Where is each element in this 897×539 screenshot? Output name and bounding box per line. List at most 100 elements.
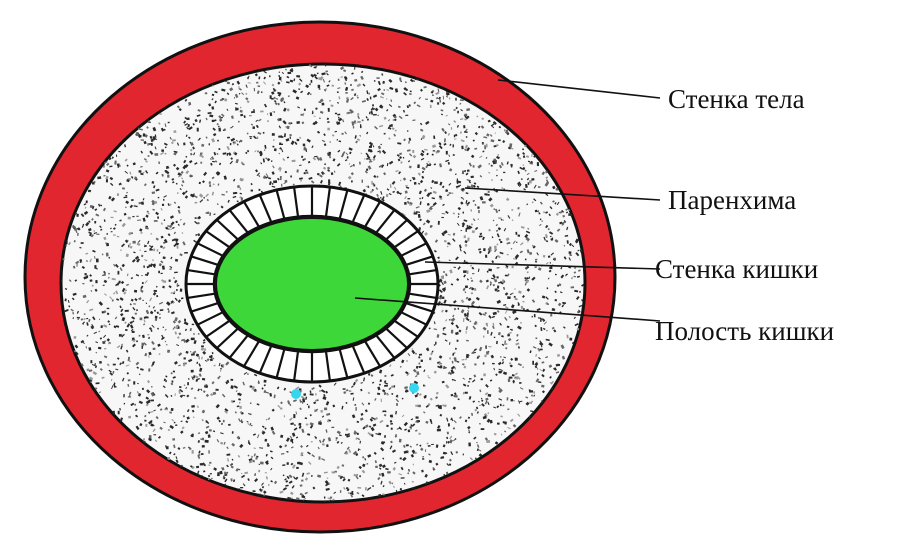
parenchyma-speckle (342, 464, 345, 466)
parenchyma-speckle (366, 158, 368, 160)
parenchyma-speckle (119, 281, 121, 284)
parenchyma-speckle (90, 279, 93, 282)
parenchyma-speckle (128, 217, 131, 220)
parenchyma-speckle (144, 251, 146, 252)
parenchyma-speckle (498, 282, 500, 283)
parenchyma-speckle (466, 354, 469, 358)
parenchyma-speckle (414, 182, 417, 185)
parenchyma-speckle (215, 389, 218, 391)
parenchyma-speckle (431, 444, 434, 445)
parenchyma-speckle (550, 262, 551, 264)
parenchyma-speckle (146, 161, 148, 163)
parenchyma-speckle (483, 373, 485, 376)
parenchyma-speckle (287, 72, 291, 74)
parenchyma-speckle (148, 213, 150, 215)
parenchyma-speckle (371, 181, 372, 185)
parenchyma-speckle (507, 334, 510, 336)
parenchyma-speckle (173, 130, 176, 133)
parenchyma-speckle (521, 306, 523, 309)
parenchyma-speckle (533, 391, 535, 394)
parenchyma-speckle (315, 393, 316, 395)
parenchyma-speckle (106, 253, 109, 257)
parenchyma-speckle (541, 346, 542, 347)
parenchyma-speckle (111, 231, 113, 232)
parenchyma-speckle (545, 171, 547, 174)
parenchyma-speckle (272, 146, 274, 148)
parenchyma-speckle (498, 371, 501, 374)
parenchyma-speckle (154, 290, 157, 292)
parenchyma-speckle (298, 423, 301, 426)
parenchyma-speckle (280, 176, 282, 180)
parenchyma-speckle (200, 463, 203, 465)
parenchyma-speckle (571, 286, 575, 288)
parenchyma-speckle (162, 204, 164, 206)
parenchyma-speckle (192, 434, 194, 437)
parenchyma-speckle (141, 275, 143, 276)
parenchyma-speckle (478, 210, 479, 213)
parenchyma-speckle (517, 234, 520, 236)
parenchyma-speckle (96, 268, 98, 269)
parenchyma-speckle (529, 180, 532, 184)
parenchyma-speckle (180, 289, 183, 292)
parenchyma-speckle (507, 254, 509, 255)
parenchyma-speckle (497, 154, 499, 156)
parenchyma-speckle (158, 271, 160, 273)
parenchyma-speckle (257, 150, 259, 152)
parenchyma-speckle (290, 175, 292, 177)
parenchyma-speckle (325, 64, 327, 66)
parenchyma-speckle (297, 139, 300, 142)
parenchyma-speckle (169, 411, 172, 413)
label-parenchyma: Паренхима (668, 185, 796, 215)
parenchyma-speckle (142, 300, 143, 301)
parenchyma-speckle (476, 442, 478, 443)
parenchyma-speckle (208, 450, 210, 453)
parenchyma-speckle (493, 323, 495, 326)
parenchyma-speckle (256, 82, 258, 84)
parenchyma-speckle (287, 126, 290, 129)
parenchyma-speckle (144, 420, 146, 422)
parenchyma-speckle (287, 462, 289, 465)
parenchyma-speckle (404, 202, 407, 205)
parenchyma-speckle (498, 217, 501, 219)
parenchyma-speckle (482, 201, 486, 203)
parenchyma-speckle (468, 443, 471, 447)
parenchyma-speckle (328, 108, 330, 112)
parenchyma-speckle (66, 240, 67, 244)
parenchyma-speckle (488, 269, 492, 272)
parenchyma-speckle (485, 345, 486, 349)
parenchyma-speckle (252, 126, 255, 129)
parenchyma-speckle (450, 357, 451, 359)
parenchyma-speckle (239, 406, 241, 409)
parenchyma-speckle (425, 395, 427, 397)
parenchyma-speckle (221, 117, 223, 118)
parenchyma-speckle (279, 144, 283, 145)
parenchyma-speckle (95, 382, 99, 384)
parenchyma-speckle (214, 365, 216, 367)
parenchyma-speckle (128, 245, 129, 248)
parenchyma-speckle (512, 266, 514, 269)
parenchyma-speckle (535, 337, 537, 339)
parenchyma-speckle (465, 392, 468, 394)
parenchyma-speckle (163, 256, 166, 259)
parenchyma-speckle (149, 122, 151, 123)
parenchyma-speckle (264, 380, 267, 383)
parenchyma-speckle (268, 484, 269, 486)
gut-cavity (216, 218, 408, 350)
parenchyma-speckle (157, 216, 159, 218)
parenchyma-speckle (237, 393, 240, 395)
parenchyma-speckle (328, 179, 330, 183)
parenchyma-speckle (141, 343, 143, 347)
parenchyma-speckle (197, 128, 199, 132)
parenchyma-speckle (304, 109, 306, 111)
accent-dot-right (409, 383, 419, 393)
parenchyma-speckle (394, 116, 397, 118)
parenchyma-speckle (74, 336, 77, 339)
parenchyma-speckle (302, 398, 305, 402)
parenchyma-speckle (176, 289, 178, 291)
parenchyma-speckle (390, 423, 393, 425)
parenchyma-speckle (466, 331, 467, 334)
parenchyma-speckle (362, 180, 363, 183)
parenchyma-speckle (205, 92, 208, 94)
parenchyma-speckle (554, 258, 556, 260)
parenchyma-speckle (251, 425, 253, 426)
